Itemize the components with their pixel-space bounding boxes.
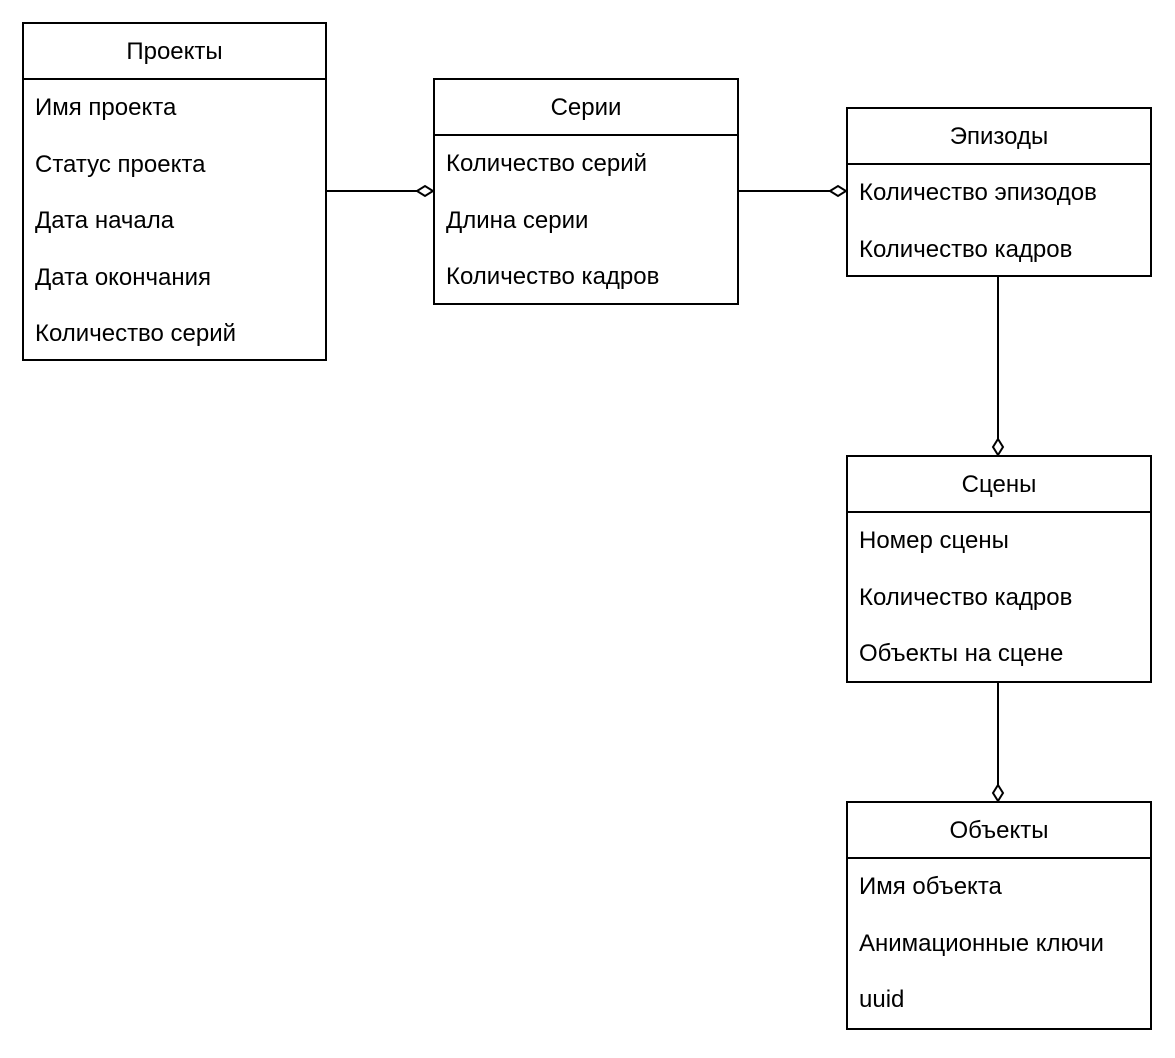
aggregation-diamond-icon [991,783,1005,803]
attribute: Количество эпизодов [859,179,1097,206]
aggregation-diamond-icon [415,184,435,198]
attribute: Дата начала [35,207,175,234]
entity-title: Эпизоды [848,109,1150,165]
attribute: Имя проекта [35,94,177,121]
attribute: Количество серий [35,320,237,347]
attribute-list: Имя проекта Статус проекта Дата начала Д… [24,80,325,363]
attribute: Номер сцены [859,527,1009,554]
attribute-list: Имя объекта Анимационные ключи uuid [848,859,1150,1029]
attribute: Анимационные ключи [859,929,1104,957]
entity-title: Проекты [24,24,325,80]
entity-scenes[interactable]: Сцены Номер сцены Количество кадров Объе… [846,455,1152,683]
attribute: Имя объекта [859,873,1002,900]
attribute: Количество кадров [859,235,1073,263]
attribute: Длина серии [446,206,589,234]
entity-title: Сцены [848,457,1150,513]
relation-projects-series [327,184,435,198]
attribute-list: Количество эпизодов Количество кадров [848,165,1150,278]
relation-series-episodes [739,184,848,198]
attribute: uuid [859,986,905,1013]
relation-scenes-objects [991,683,1005,803]
entity-title: Объекты [848,803,1150,859]
entity-objects[interactable]: Объекты Имя объекта Анимационные ключи u… [846,801,1152,1030]
attribute: Количество серий [446,150,648,177]
relation-episodes-scenes [991,277,1005,457]
entity-title: Серии [435,80,737,136]
entity-series[interactable]: Серии Количество серий Длина серии Колич… [433,78,739,305]
attribute-list: Номер сцены Количество кадров Объекты на… [848,513,1150,683]
attribute: Статус проекта [35,150,206,178]
aggregation-diamond-icon [991,437,1005,457]
entity-projects[interactable]: Проекты Имя проекта Статус проекта Дата … [22,22,327,361]
attribute: Количество кадров [446,263,660,290]
entity-episodes[interactable]: Эпизоды Количество эпизодов Количество к… [846,107,1152,277]
aggregation-diamond-icon [828,184,848,198]
attribute: Количество кадров [859,583,1073,611]
attribute-list: Количество серий Длина серии Количество … [435,136,737,306]
attribute: Объекты на сцене [859,640,1064,667]
attribute: Дата окончания [35,263,212,291]
